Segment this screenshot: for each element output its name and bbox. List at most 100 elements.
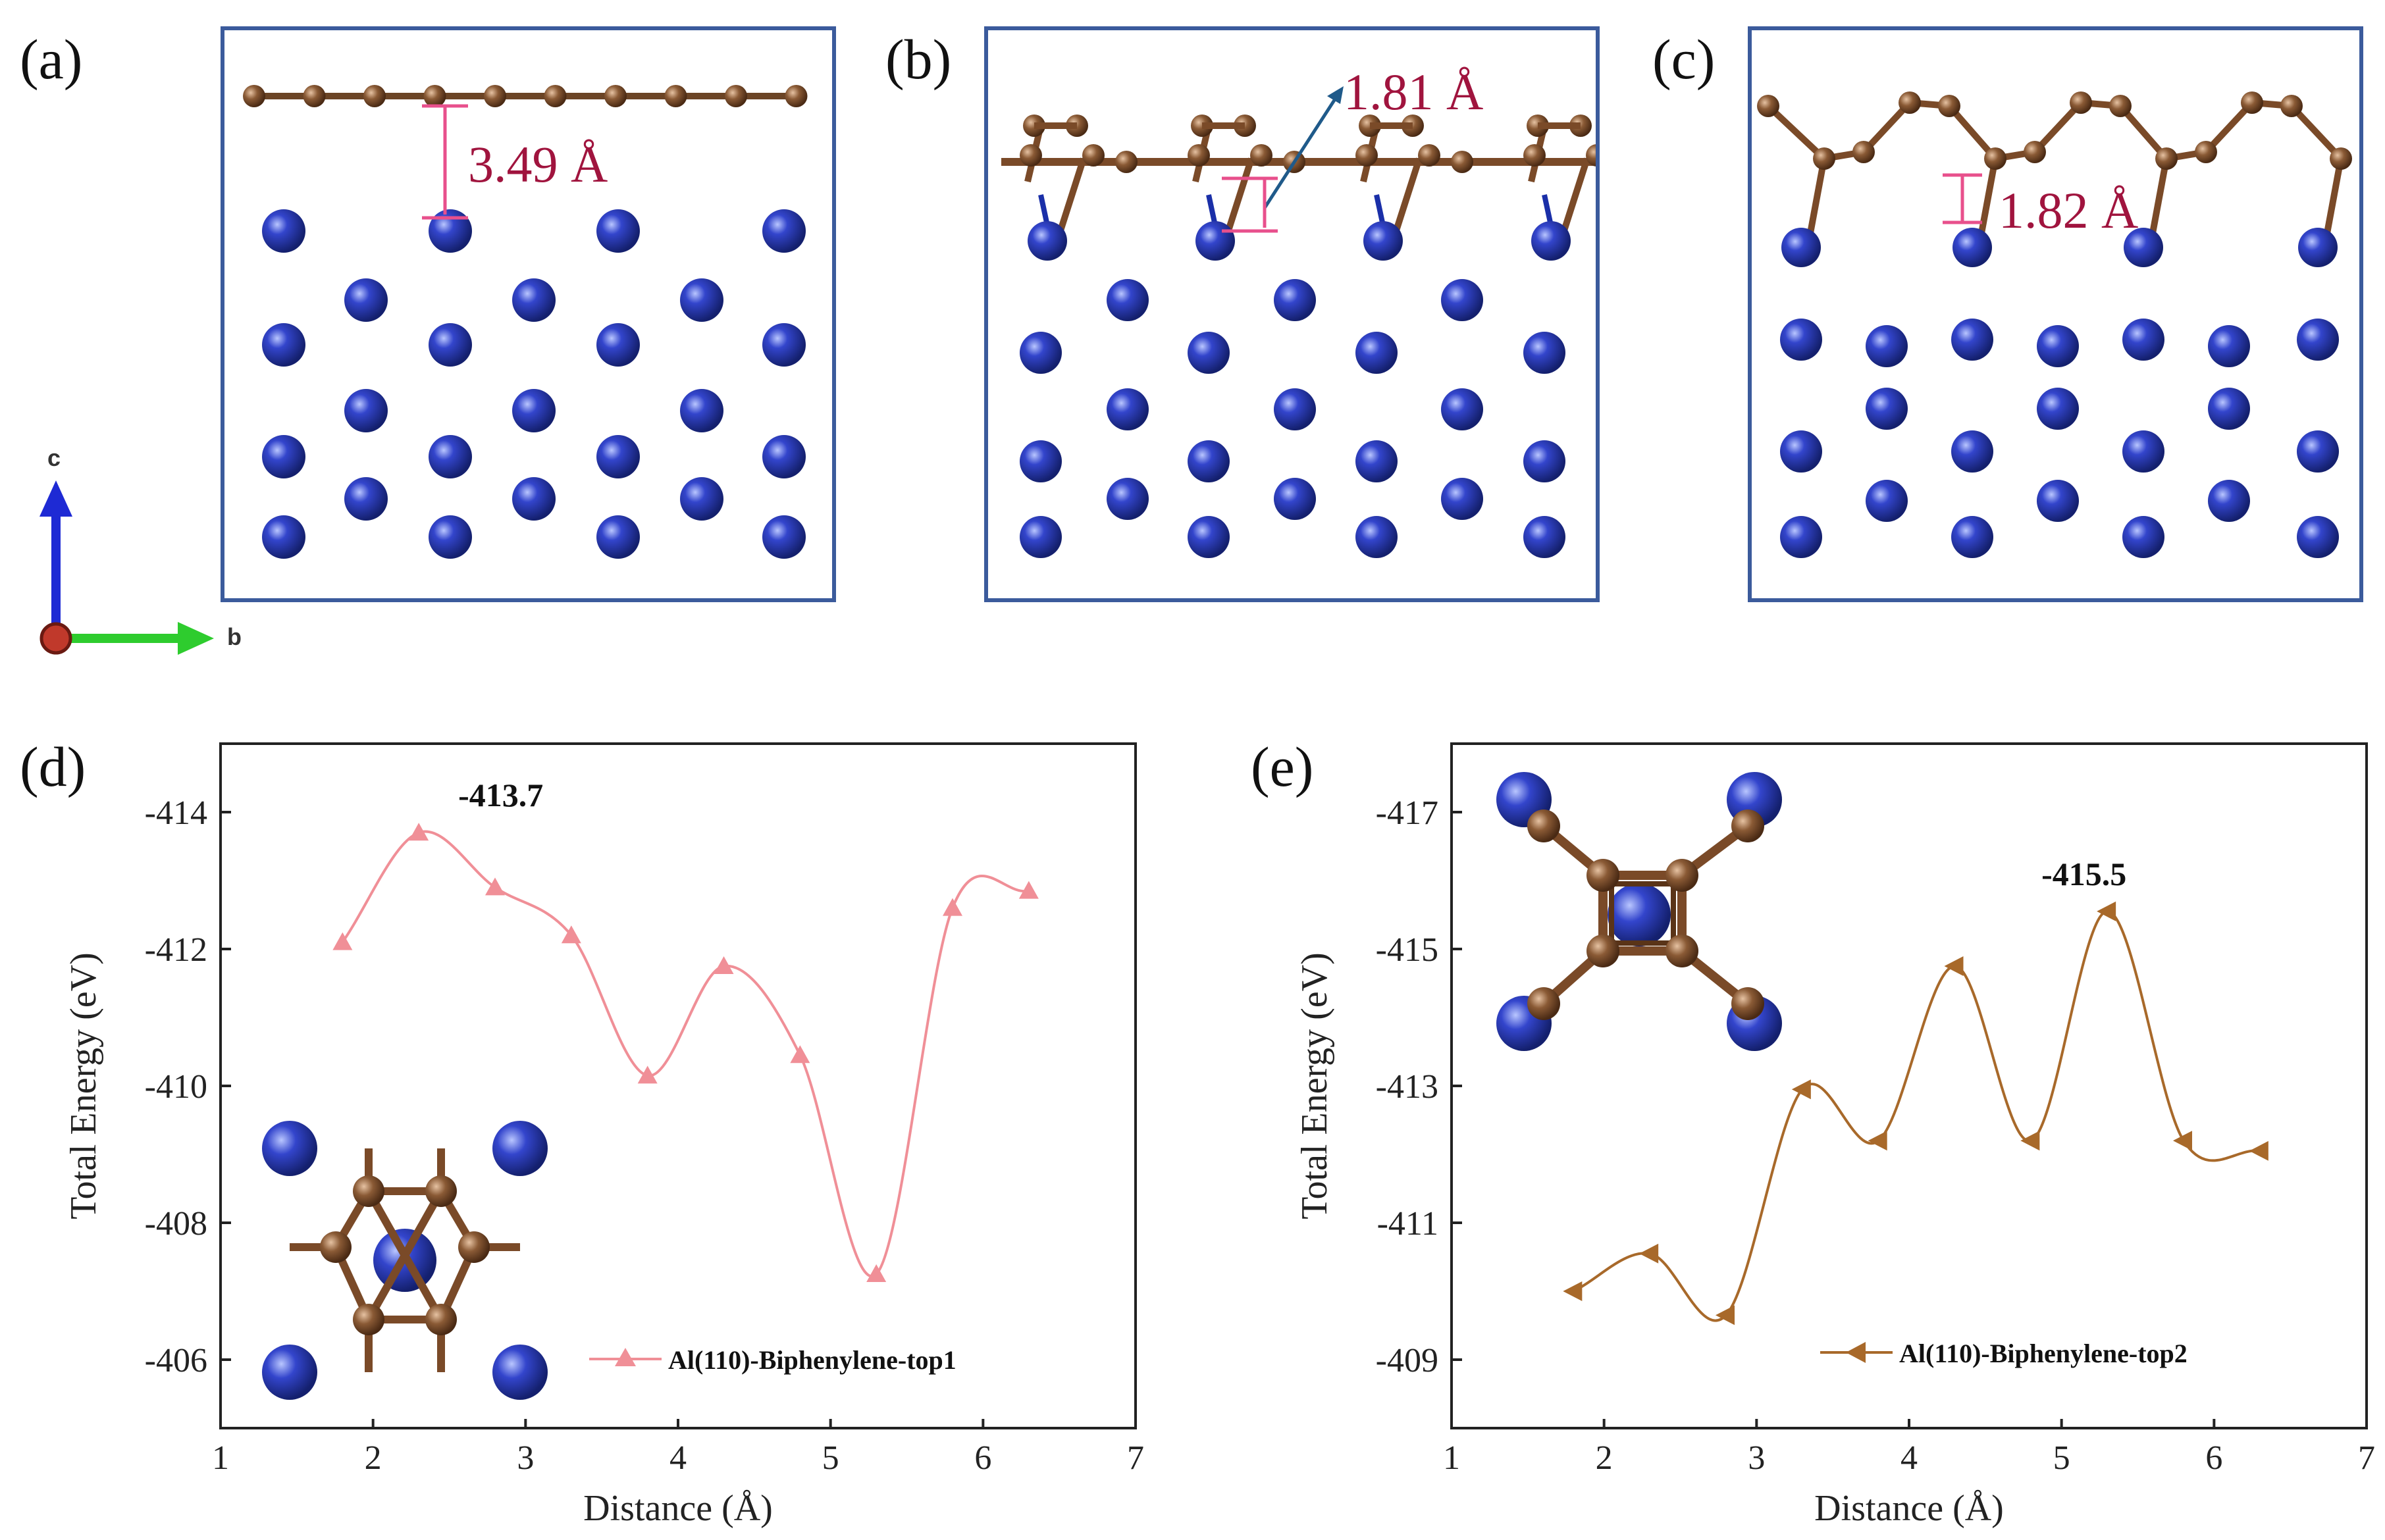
aluminum-atom: [596, 209, 640, 253]
bond: [1390, 157, 1423, 242]
inset-carbon-atom: [320, 1231, 352, 1263]
inset-carbon-atom: [1527, 809, 1560, 842]
bond: [1558, 157, 1590, 242]
carbon-atom: [2155, 147, 2178, 170]
carbon-atom: [1418, 144, 1440, 167]
bond: [1861, 100, 1912, 155]
data-point-marker: [2249, 1141, 2268, 1161]
bond: [1054, 157, 1087, 242]
carbon-atom: [1188, 144, 1210, 167]
structure-a-atoms: [243, 85, 808, 559]
carbon-atom: [1984, 147, 2006, 170]
aluminum-atom: [512, 278, 556, 322]
panel-label-a: (a): [20, 28, 83, 91]
x-tick-label: 7: [1127, 1439, 1144, 1477]
panel-label-b: (b): [885, 28, 952, 91]
carbon-atom: [484, 85, 506, 107]
chart-d-xlabel: Distance (Å): [583, 1488, 773, 1529]
x-tick-label: 6: [974, 1439, 991, 1477]
chart-d-peak-annotation: -413.7: [458, 777, 543, 813]
panel-label-c: (c): [1652, 28, 1716, 91]
leader-arrow-b: [1263, 95, 1339, 209]
aluminum-atom: [1951, 430, 1993, 473]
aluminum-atom: [1441, 388, 1483, 430]
aluminum-atom: [1188, 440, 1230, 482]
carbon-atom: [1250, 144, 1272, 167]
aluminum-atom: [762, 435, 806, 478]
inset-bond: [365, 1189, 445, 1322]
c-axis-arrowhead: [39, 480, 72, 517]
a-axis-origin: [39, 622, 72, 655]
carbon-atom: [1020, 144, 1042, 167]
aluminum-atom: [1107, 388, 1149, 430]
aluminum-atom: [1107, 279, 1149, 321]
aluminum-atom: [1355, 440, 1398, 482]
aluminum-atom: [429, 515, 472, 559]
x-tick-label: 7: [2358, 1439, 2375, 1477]
aluminum-atom: [596, 435, 640, 478]
carbon-atom: [243, 85, 265, 107]
data-point-marker: [561, 925, 581, 944]
inset-aluminum-atom: [262, 1121, 317, 1176]
x-tick-label: 2: [365, 1439, 382, 1477]
legend-e-text: Al(110)-Biphenylene-top2: [1899, 1339, 2188, 1368]
chart-e-markers: [1563, 901, 2268, 1325]
legend-d-marker: [615, 1348, 636, 1366]
aluminum-atom: [1866, 325, 1908, 367]
y-tick-label: -417: [1376, 794, 1438, 832]
aluminum-atom: [1523, 440, 1565, 482]
carbon-atom: [1757, 95, 1779, 117]
structure-b-atoms: [1001, 115, 1641, 558]
distance-label-b: 1.81 Å: [1344, 63, 1483, 120]
aluminum-atom: [2208, 388, 2250, 430]
distance-label-c: 1.82 Å: [1999, 182, 2138, 239]
data-point-marker: [485, 877, 505, 896]
data-point-marker: [1791, 1079, 1811, 1100]
aluminum-atom: [2298, 228, 2338, 267]
inset-aluminum-atom: [1608, 883, 1671, 946]
carbon-atom: [1355, 144, 1378, 167]
aluminum-atom: [429, 323, 472, 367]
bond: [2203, 100, 2255, 155]
y-tick-label: -411: [1377, 1205, 1438, 1243]
aluminum-atom: [1355, 516, 1398, 558]
carbon-atom: [544, 85, 567, 107]
panel-label-e: (e): [1251, 735, 1314, 798]
aluminum-atom: [2297, 516, 2339, 558]
carbon-atom: [2024, 141, 2046, 163]
aluminum-atom: [1780, 319, 1822, 361]
aluminum-atom: [1866, 388, 1908, 430]
aluminum-atom: [1523, 516, 1565, 558]
carbon-atom: [1523, 144, 1546, 167]
x-tick-label: 1: [212, 1439, 229, 1477]
aluminum-atom: [1531, 221, 1571, 261]
aluminum-atom: [344, 389, 388, 432]
aluminum-atom: [2208, 480, 2250, 522]
legend-e-marker: [1846, 1342, 1866, 1363]
chart-d-ylabel: Total Energy (eV): [63, 952, 104, 1219]
y-tick-label: -408: [145, 1205, 207, 1243]
aluminum-atom: [2124, 228, 2163, 267]
inset-carbon-atom: [353, 1304, 384, 1335]
carbon-atom: [1938, 95, 1960, 117]
y-tick-label: -406: [145, 1342, 207, 1379]
aluminum-atom: [1274, 478, 1316, 520]
carbon-atom: [1852, 141, 1875, 163]
chart-e-peak-annotation: -415.5: [2041, 856, 2126, 892]
structure-panel-b: 1.81 Å: [984, 26, 1641, 602]
x-tick-label: 5: [822, 1439, 839, 1477]
aluminum-atom: [1020, 332, 1062, 374]
legend-d-text: Al(110)-Biphenylene-top1: [668, 1345, 957, 1375]
carbon-atom: [363, 85, 386, 107]
chart-e-inset: [1496, 772, 1782, 1051]
inset-aluminum-atom: [492, 1345, 548, 1400]
y-tick-label: -414: [145, 794, 207, 832]
aluminum-atom: [1441, 478, 1483, 520]
aluminum-atom: [2208, 325, 2250, 367]
inset-carbon-atom: [458, 1231, 490, 1263]
inset-ring: [1609, 881, 1676, 946]
